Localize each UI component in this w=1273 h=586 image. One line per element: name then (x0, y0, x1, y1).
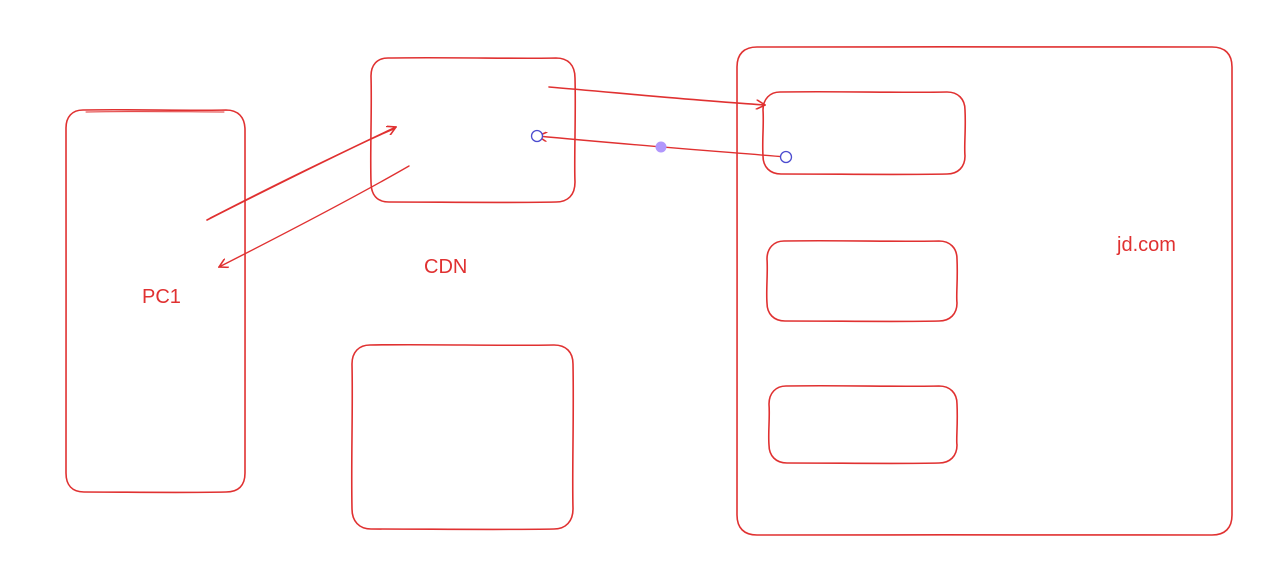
arrow-start-handle[interactable] (530, 129, 544, 143)
lower-middle-box[interactable] (350, 343, 575, 531)
jd-container-box[interactable] (735, 45, 1234, 537)
jd-inner-box-2[interactable] (765, 239, 959, 323)
pc1-box[interactable] (64, 108, 247, 494)
jd-label: jd.com (1117, 234, 1176, 256)
jd-inner-box-3[interactable] (767, 384, 959, 465)
cdn-box[interactable] (369, 56, 577, 204)
arrow-cdn-to-pc1[interactable] (219, 165, 410, 267)
pc1-label: PC1 (142, 286, 181, 308)
arrow-end-handle[interactable] (779, 150, 793, 164)
arrow-midpoint-handle[interactable] (655, 141, 667, 153)
arrow-cdn-to-jd[interactable] (548, 86, 765, 105)
jd-inner-box-1[interactable] (761, 90, 967, 176)
cdn-label: CDN (424, 256, 468, 278)
arrow-pc1-to-cdn-double-stroke (209, 128, 395, 219)
